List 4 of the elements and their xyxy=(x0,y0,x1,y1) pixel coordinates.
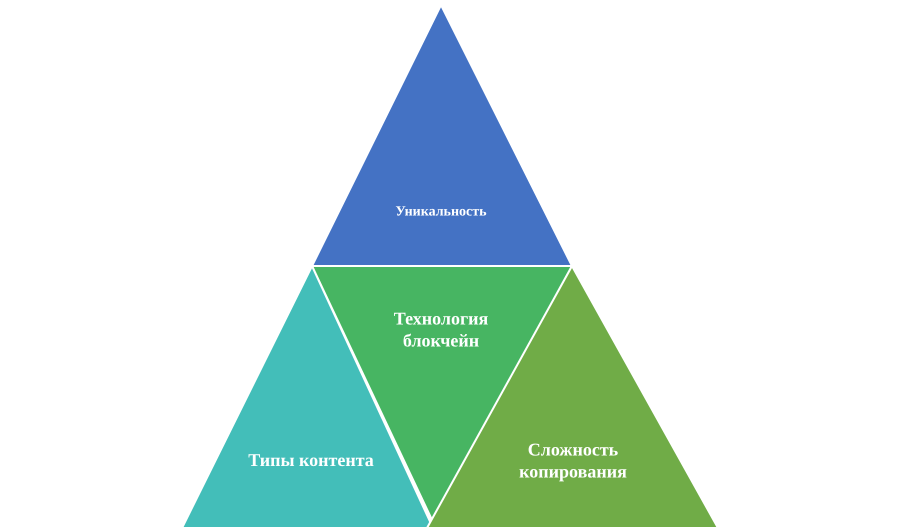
triangle-label: Технология блокчейн xyxy=(392,308,490,352)
triangle-label: Типы контента xyxy=(247,450,375,472)
triangle-label: Сложность копирования xyxy=(518,439,628,483)
triangle-label: Уникальность xyxy=(394,204,488,222)
